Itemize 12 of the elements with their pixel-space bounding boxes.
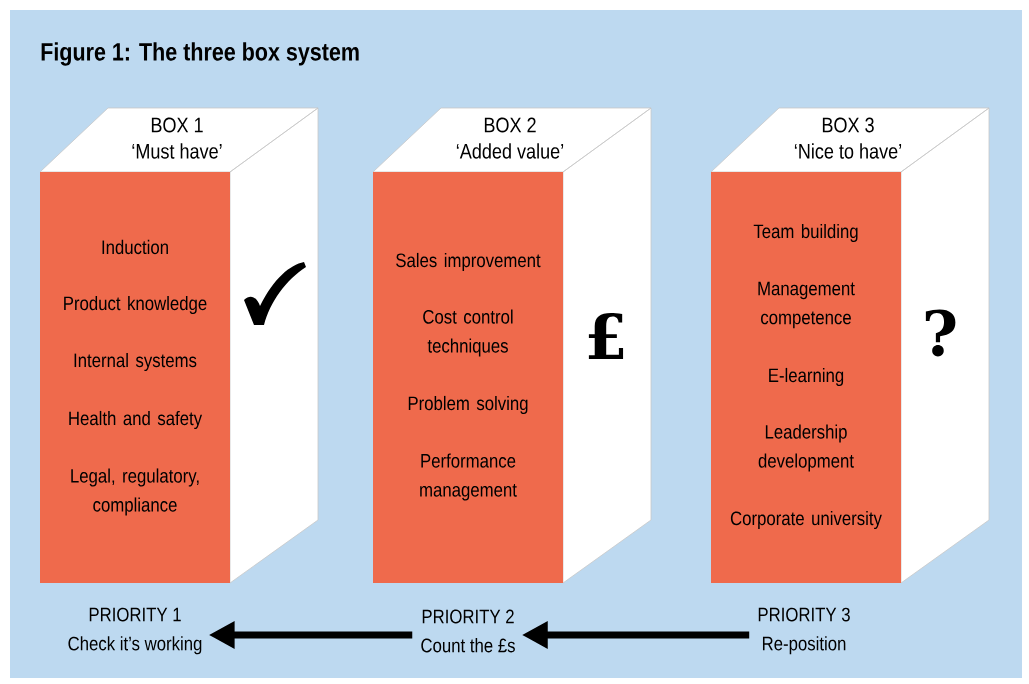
priority-label: PRIORITY 2 Count the £s: [421, 609, 515, 653]
priority-label: PRIORITY 3 Re-position: [758, 607, 850, 655]
symbol: ?: [925, 309, 956, 357]
box-heading: ‘Must have’: [132, 143, 222, 159]
box-heading: BOX 3: [822, 117, 874, 133]
box-heading: BOX 2: [484, 117, 536, 133]
symbol: £: [588, 313, 624, 359]
figure-title: Figure 1: The three box system: [41, 42, 359, 66]
box-heading: BOX 1: [151, 117, 203, 133]
box-heading: ‘Nice to have’: [794, 143, 902, 159]
priority-label: PRIORITY 1 Check it’s working: [68, 607, 202, 655]
box-heading: ‘Added value’: [456, 143, 564, 159]
